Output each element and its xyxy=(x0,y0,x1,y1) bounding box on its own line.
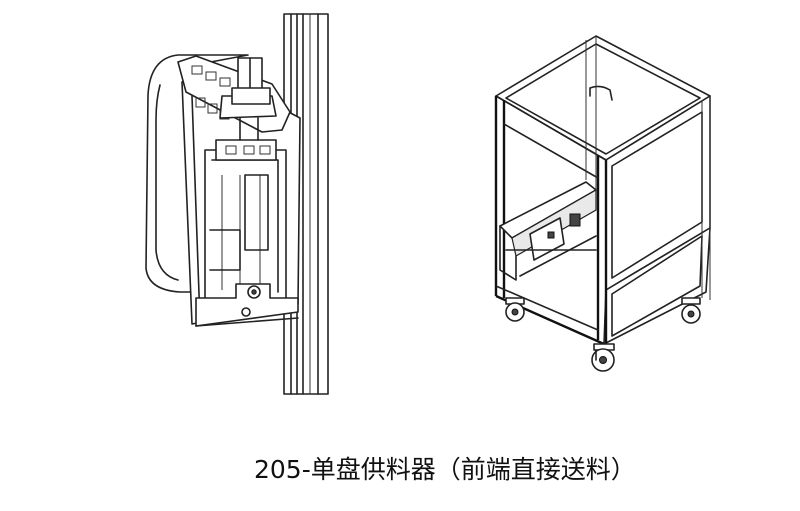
cart-inner-feeder xyxy=(499,181,597,281)
top-handle xyxy=(589,85,613,101)
bottom-clamp xyxy=(195,283,299,327)
feeder-side-view xyxy=(145,13,329,395)
cart-wheels xyxy=(505,297,701,372)
figure-caption: 205-单盘供料器（前端直接送料） xyxy=(254,455,636,484)
tape-feed-head xyxy=(177,55,291,161)
cart-isometric-view xyxy=(494,35,711,372)
